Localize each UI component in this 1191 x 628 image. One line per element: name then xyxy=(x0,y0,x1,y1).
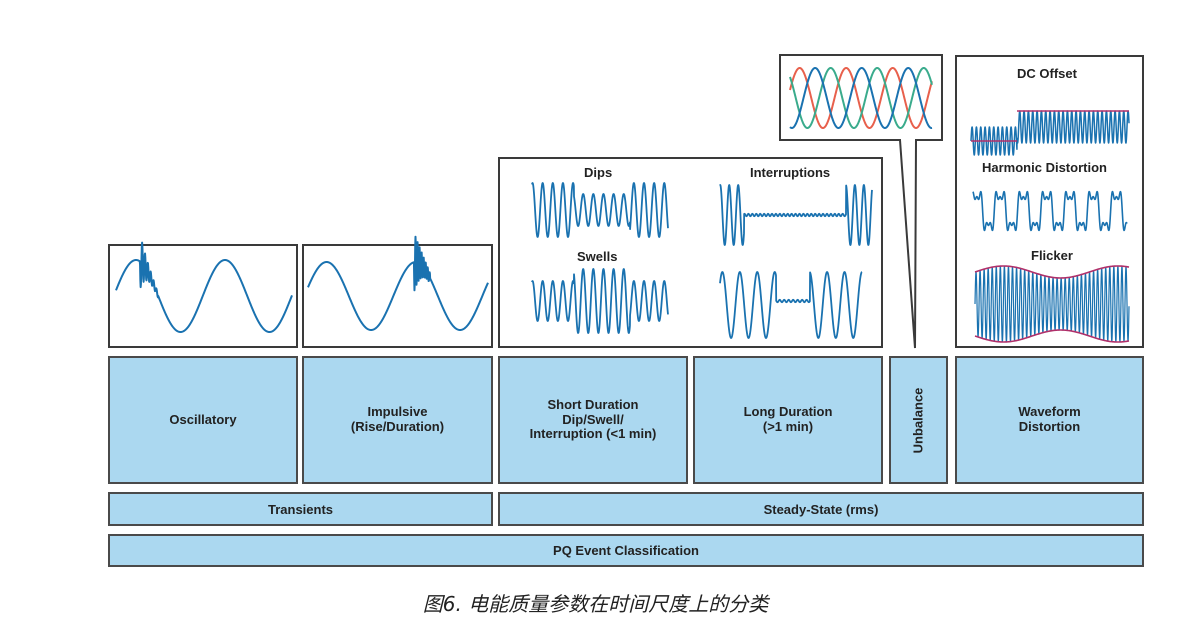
three-phase-waveform xyxy=(789,67,933,129)
transients-group: Transients xyxy=(108,492,493,526)
long-interruption-waveform xyxy=(719,271,863,339)
impulsive-waveform-box xyxy=(302,235,493,348)
waveform-distortion-waveform-box: DC Offset Harmonic Distortion Flicker xyxy=(955,55,1144,348)
interruptions-waveform xyxy=(719,184,873,246)
figure-caption: 图6. 电能质量参数在时间尺度上的分类 xyxy=(422,592,769,616)
oscillatory-waveform-box xyxy=(108,241,298,348)
pq-event-classification: PQ Event Classification xyxy=(108,534,1144,567)
oscillatory-category: Oscillatory xyxy=(108,356,298,484)
harmonic-distortion-label: Harmonic Distortion xyxy=(982,160,1107,175)
dips-waveform xyxy=(531,182,669,238)
impulsive-category: Impulsive (Rise/Duration) xyxy=(302,356,493,484)
impulsive-waveform xyxy=(307,235,489,331)
flicker-waveform xyxy=(974,265,1130,343)
unbalance-category: Unbalance xyxy=(889,356,948,484)
dc-offset-waveform xyxy=(970,110,1130,156)
short-long-duration-waveform-box: Dips Interruptions Swells xyxy=(498,157,883,348)
interruptions-label: Interruptions xyxy=(750,165,831,180)
short-duration-category: Short Duration Dip/Swell/ Interruption (… xyxy=(498,356,688,484)
flicker-label: Flicker xyxy=(1031,248,1073,263)
unbalance-label: Unbalance xyxy=(910,387,926,453)
dips-label: Dips xyxy=(584,165,613,180)
swells-label: Swells xyxy=(577,249,618,264)
steady-state-group: Steady-State (rms) xyxy=(498,492,1144,526)
waveform-distortion-category: Waveform Distortion xyxy=(955,356,1144,484)
long-duration-category: Long Duration (>1 min) xyxy=(693,356,883,484)
dc-offset-label: DC Offset xyxy=(1017,66,1077,81)
oscillatory-waveform xyxy=(115,241,293,333)
swells-waveform xyxy=(531,268,669,334)
harmonic-distortion-waveform xyxy=(972,190,1128,232)
